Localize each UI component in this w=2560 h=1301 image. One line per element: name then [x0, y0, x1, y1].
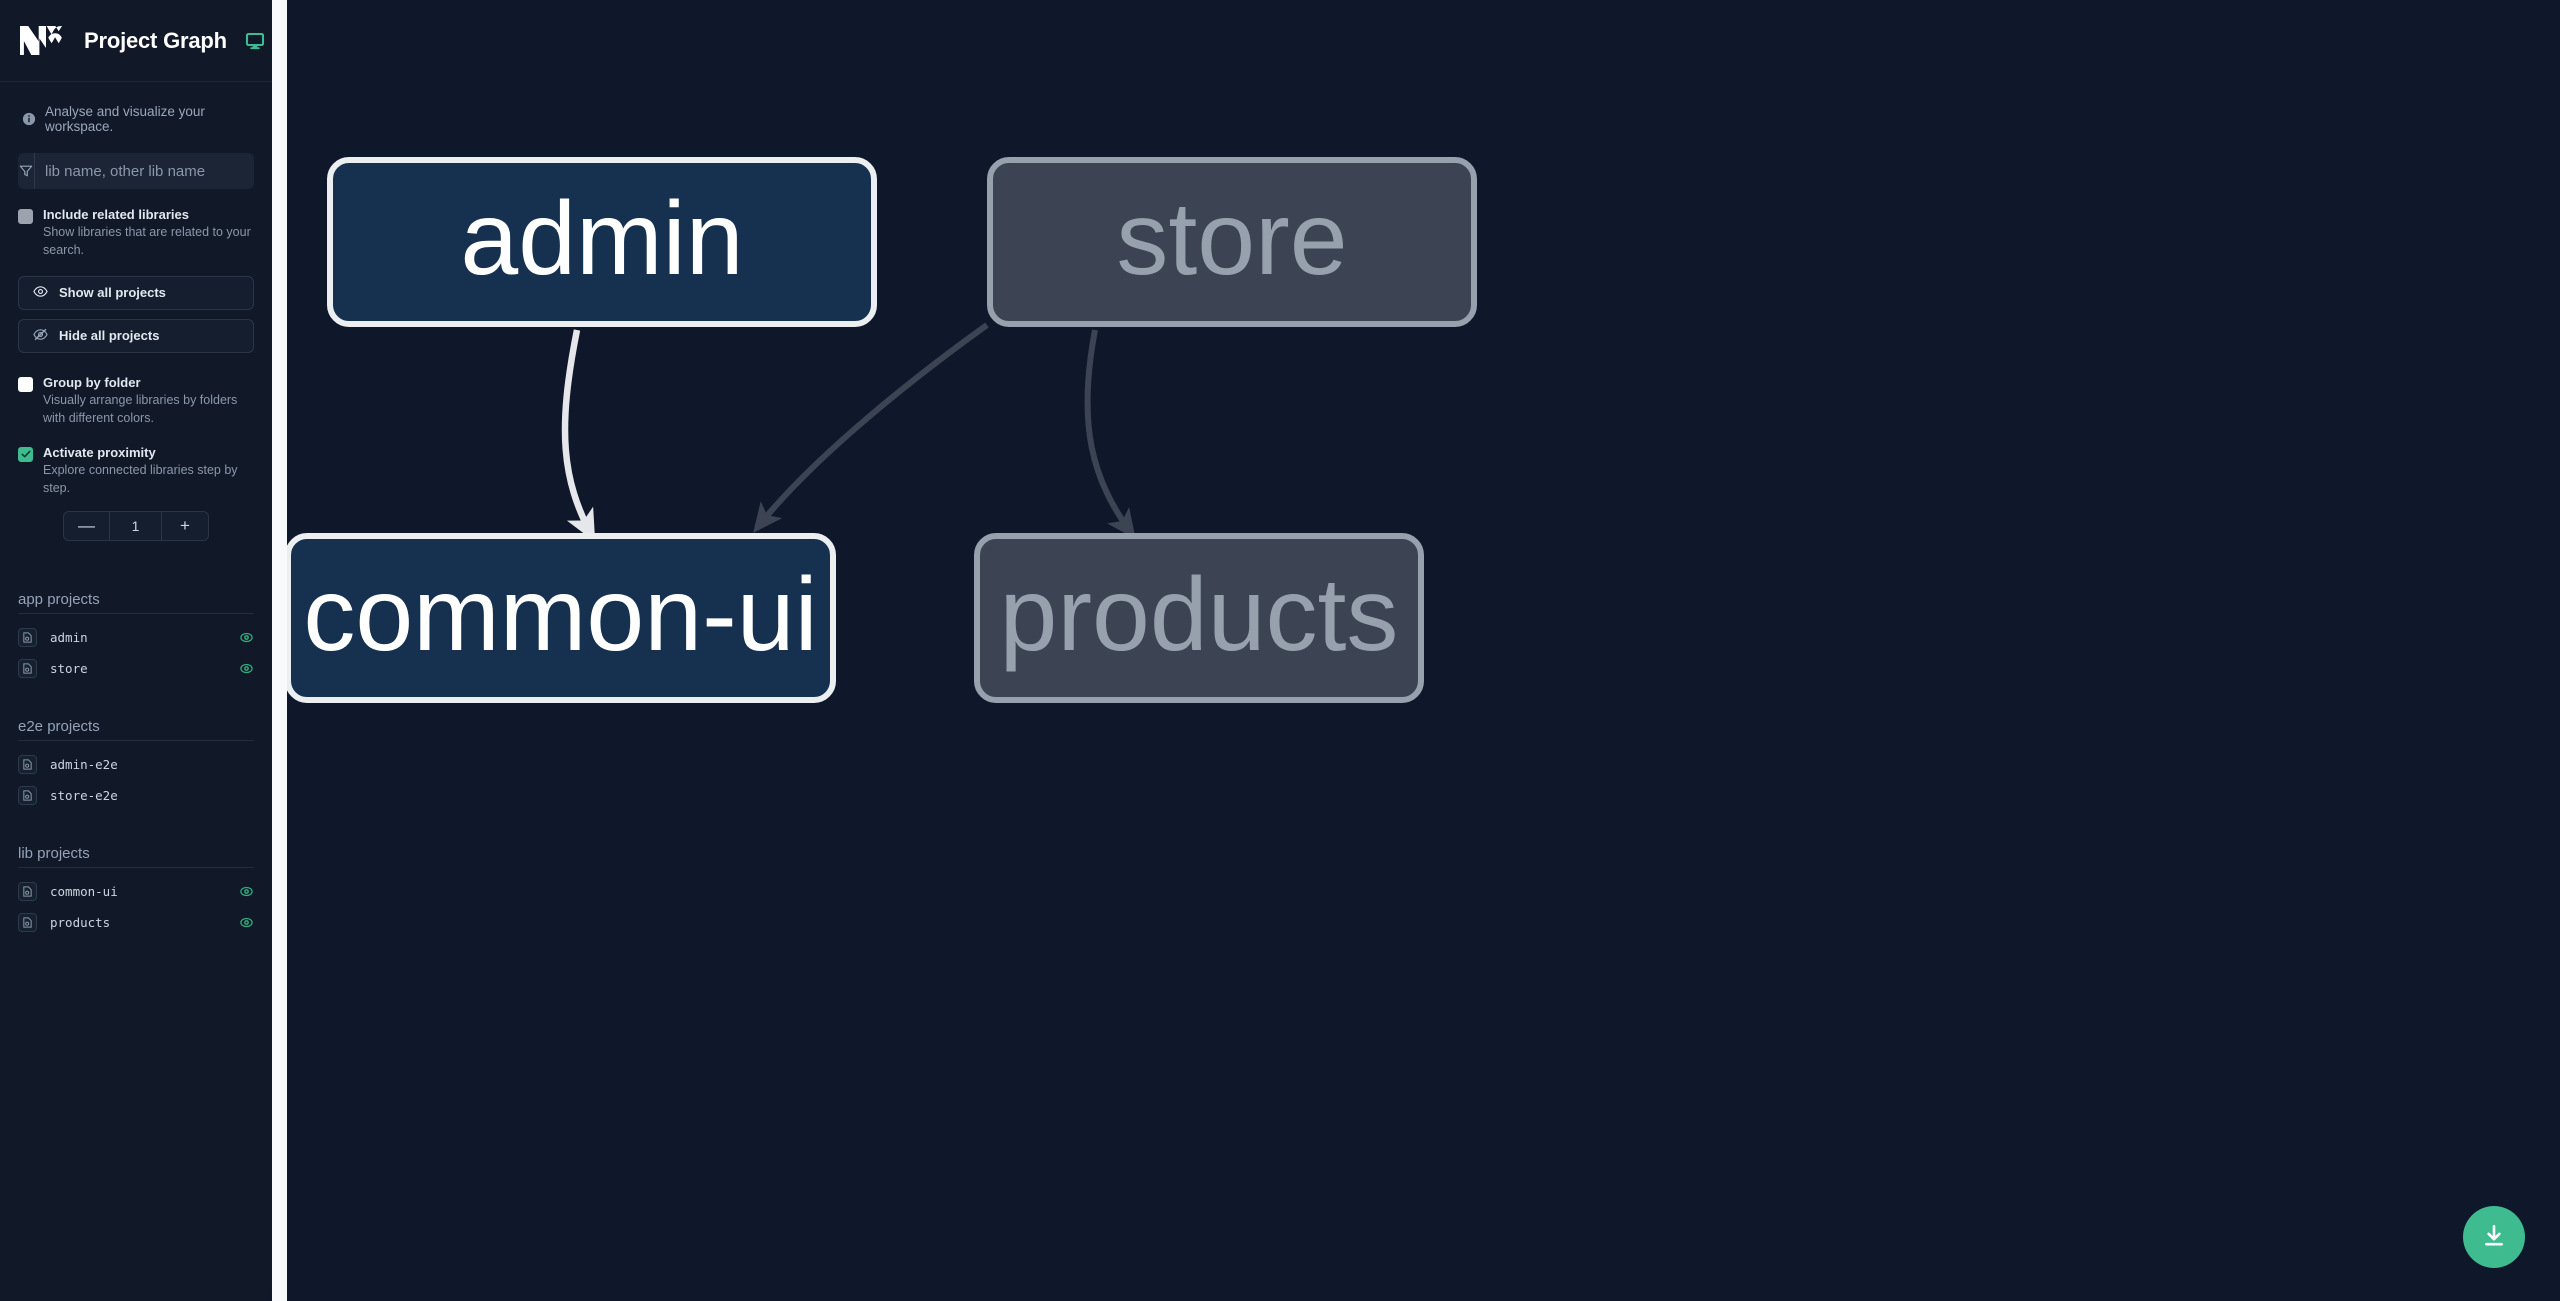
include-related-label: Include related libraries [43, 207, 189, 222]
tagline: Analyse and visualize your workspace. [0, 82, 272, 134]
eye-circle-icon[interactable] [239, 915, 254, 930]
sidebar: Project Graph Analyse and visualize your… [0, 0, 272, 1301]
section-heading-app-projects: app projects [18, 583, 254, 615]
graph-node-store[interactable]: store [987, 157, 1477, 327]
graph-edges [561, 322, 1136, 542]
search-box[interactable] [18, 153, 254, 189]
eye-off-icon [33, 327, 48, 345]
project-row-admin[interactable]: admin [18, 622, 254, 653]
project-name: admin [50, 630, 88, 646]
project-file-icon [18, 786, 37, 806]
hide-all-projects-label: Hide all projects [59, 328, 160, 344]
graph-node-common-ui[interactable]: common-ui [287, 533, 836, 703]
proximity-value[interactable]: 1 [110, 512, 162, 541]
option-include-related[interactable]: Include related libraries Show libraries… [0, 189, 272, 260]
group-by-folder-checkbox[interactable] [18, 376, 33, 392]
download-graph-button[interactable] [2463, 1206, 2525, 1268]
spacer [0, 541, 272, 583]
graph-node-label: admin [460, 181, 744, 297]
project-name: common-ui [50, 884, 118, 900]
project-name: store [50, 661, 88, 677]
option-activate-proximity[interactable]: Activate proximity Explore connected lib… [0, 428, 272, 498]
project-file-icon [18, 755, 37, 775]
project-row-store-e2e[interactable]: store-e2e [18, 780, 254, 811]
graph-node-products[interactable]: products [974, 533, 1424, 703]
graph-node-label: store [1116, 181, 1348, 297]
graph-node-label: common-ui [303, 557, 818, 673]
info-icon [22, 112, 36, 126]
checkmark-icon [20, 450, 31, 458]
activate-proximity-checkbox[interactable] [18, 446, 33, 462]
project-file-icon [18, 628, 37, 648]
edge-admin-to-common-ui [561, 329, 596, 542]
proximity-increment-button[interactable]: + [162, 512, 208, 541]
hide-all-projects-button[interactable]: Hide all projects [18, 318, 254, 353]
project-name: store-e2e [50, 788, 118, 804]
spacer [0, 811, 272, 837]
search-row [0, 134, 272, 189]
project-row-common-ui[interactable]: common-ui [18, 876, 254, 907]
show-all-projects-button[interactable]: Show all projects [18, 275, 254, 310]
nx-logo-icon [18, 21, 64, 61]
proximity-decrement-button[interactable]: — [64, 512, 110, 541]
graph-node-label: products [999, 557, 1399, 673]
sidebar-resize-handle[interactable] [272, 0, 287, 1301]
section-heading-lib-projects: lib projects [18, 837, 254, 869]
graph-node-admin[interactable]: admin [327, 157, 877, 327]
group-by-folder-label: Group by folder [43, 374, 141, 390]
monitor-icon[interactable] [245, 31, 265, 51]
project-file-icon [18, 882, 37, 902]
filter-funnel-icon [18, 153, 35, 189]
option-group-by-folder[interactable]: Group by folder Visually arrange librari… [0, 353, 272, 428]
edge-store-to-products [1084, 329, 1136, 540]
project-file-icon [18, 659, 37, 679]
graph-canvas[interactable]: admin store common-ui products [287, 0, 2560, 1301]
project-row-store[interactable]: store [18, 653, 254, 684]
activate-proximity-label: Activate proximity [43, 444, 156, 460]
activate-proximity-description: Explore connected libraries step by step… [43, 462, 238, 495]
eye-circle-icon[interactable] [239, 661, 254, 676]
spacer [0, 684, 272, 710]
eye-circle-icon[interactable] [239, 884, 254, 899]
proximity-stepper: — 1 + [18, 511, 254, 542]
section-heading-e2e-projects: e2e projects [18, 710, 254, 742]
download-icon [2481, 1223, 2507, 1252]
project-name: products [50, 915, 111, 931]
project-row-products[interactable]: products [18, 907, 254, 938]
visibility-buttons: Show all projects Hide all projects [0, 260, 272, 353]
tagline-text: Analyse and visualize your workspace. [45, 104, 205, 134]
sidebar-header: Project Graph [0, 0, 272, 82]
eye-icon [33, 284, 48, 302]
project-name: admin-e2e [50, 757, 118, 773]
page-title: Project Graph [84, 27, 227, 53]
project-file-icon [18, 913, 37, 933]
show-all-projects-label: Show all projects [59, 285, 166, 301]
search-input[interactable] [35, 153, 254, 189]
include-related-checkbox[interactable] [18, 209, 33, 224]
edge-store-to-common-ui [753, 322, 989, 533]
include-related-description: Show libraries that are related to your … [43, 225, 251, 257]
project-row-admin-e2e[interactable]: admin-e2e [18, 749, 254, 780]
eye-circle-icon[interactable] [239, 630, 254, 645]
group-by-folder-description: Visually arrange libraries by folders wi… [43, 393, 238, 425]
